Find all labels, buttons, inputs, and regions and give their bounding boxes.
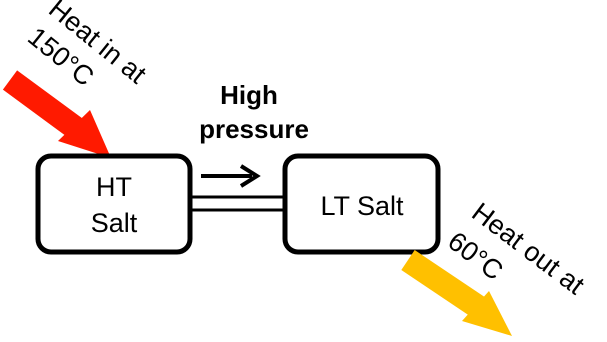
connecting-pipe — [190, 195, 285, 212]
heat-out-arrow — [401, 250, 512, 336]
ht-salt-label-line2: Salt — [91, 208, 138, 238]
lt-salt-box — [282, 153, 441, 255]
ht-salt-label-line1: HT — [96, 172, 132, 202]
pressure-label-line1: High — [220, 80, 278, 110]
pressure-label-line2: pressure — [199, 114, 309, 144]
lt-salt-label: LT Salt — [320, 191, 404, 221]
flow-direction-arrow — [201, 164, 261, 188]
flow-arrow-head — [239, 164, 261, 188]
heat-in-arrow-shaft — [2, 70, 86, 140]
heat-in-arrow — [2, 70, 111, 158]
heat-in-arrow-head — [58, 110, 111, 158]
heat-out-arrow-shaft — [401, 250, 485, 317]
heat-out-arrow-head — [462, 291, 512, 336]
ht-salt-box — [35, 153, 193, 255]
